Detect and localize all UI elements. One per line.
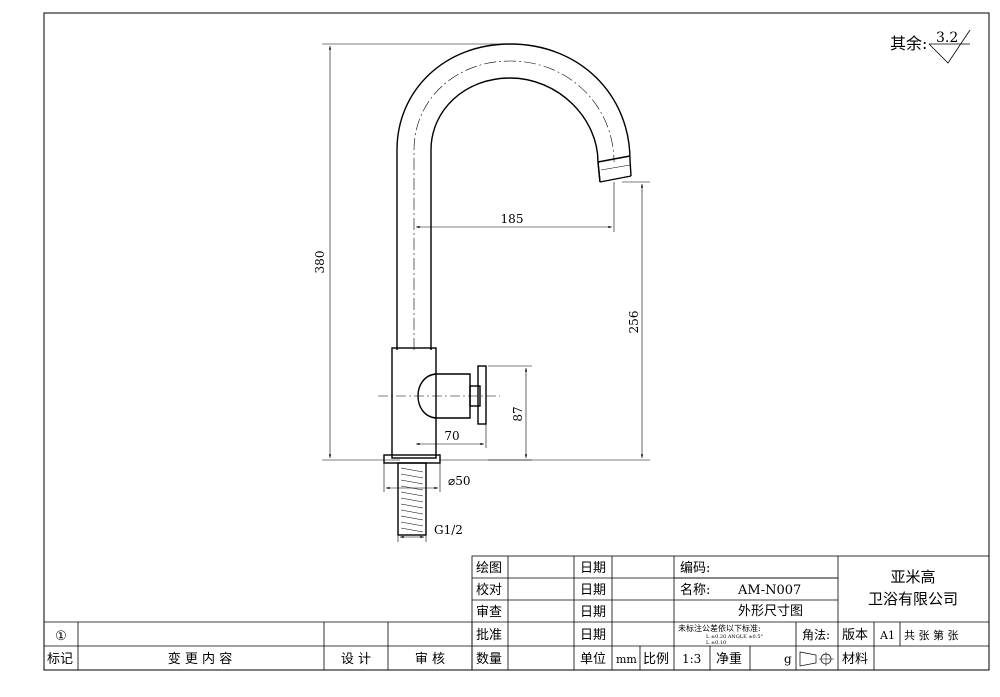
svg-text:⌀50: ⌀50 (448, 474, 471, 488)
svg-text:其余:: 其余: (890, 34, 927, 53)
dimension-380: 380 (313, 43, 505, 461)
dimension-diameter-50: ⌀50 (383, 463, 471, 492)
faucet-outline (378, 43, 632, 536)
material-label: 材料 (842, 652, 868, 667)
reviewed-label: 审查 (476, 605, 502, 620)
part-number: AM-N007 (737, 583, 801, 598)
dimension-87: 87 (488, 365, 532, 461)
svg-text:185: 185 (501, 212, 524, 226)
tolerance-line-1: L ±0.20 ANGLE ±0.5° (706, 634, 764, 640)
svg-text:380: 380 (313, 251, 327, 274)
weight-unit: g (784, 652, 792, 666)
projection-symbol (799, 651, 834, 667)
mark-label: 标记 (47, 652, 73, 667)
revision-symbol: ① (55, 629, 67, 644)
scale-label: 比例 (643, 652, 669, 667)
design-label: 设 计 (341, 652, 371, 667)
tolerance-note: 未标注公差依以下标准: (678, 623, 761, 633)
date-label-3: 日期 (580, 605, 606, 620)
company-line-2: 卫浴有限公司 (868, 590, 958, 608)
scale-value: 1:3 (682, 652, 701, 666)
svg-text:87: 87 (511, 406, 525, 421)
dimension-185: 185 (415, 182, 615, 232)
sheets-text: 共 张 第 张 (904, 628, 959, 642)
change-content-label: 变 更 内 容 (168, 651, 232, 667)
version-value: A1 (879, 629, 895, 642)
weight-label: 净重 (716, 651, 742, 667)
unit-label: 单位 (580, 652, 606, 667)
unit-value: mm (616, 653, 637, 666)
checked-label: 校对 (476, 582, 502, 598)
svg-text:3.2: 3.2 (936, 30, 958, 46)
svg-text:G1/2: G1/2 (434, 523, 463, 537)
dimension-256: 256 (440, 181, 650, 461)
drawing-title: 外形尺寸图 (738, 604, 803, 619)
company-line-1: 亚米高 (890, 568, 935, 586)
dimension-70: 70 (415, 424, 487, 448)
code-label: 编码: (680, 561, 710, 576)
drawn-label: 绘图 (476, 561, 502, 576)
svg-text:256: 256 (627, 311, 641, 334)
approved-label: 批准 (476, 628, 502, 643)
quantity-label: 数量 (476, 652, 502, 667)
tolerance-line-2: L ±0.10 (706, 640, 726, 646)
review-label: 审 核 (415, 652, 445, 667)
dimension-thread: G1/2 (397, 523, 463, 542)
projection-label: 角法: (802, 628, 830, 642)
drawing-border (43, 12, 990, 671)
svg-text:70: 70 (444, 429, 459, 443)
title-block (44, 555, 990, 671)
date-label-4: 日期 (580, 628, 606, 643)
name-label: 名称: (680, 582, 710, 598)
surface-finish-symbol: 其余: 3.2 (890, 29, 971, 64)
date-label-1: 日期 (580, 561, 606, 576)
version-label: 版本 (842, 628, 868, 643)
date-label-2: 日期 (580, 583, 606, 598)
